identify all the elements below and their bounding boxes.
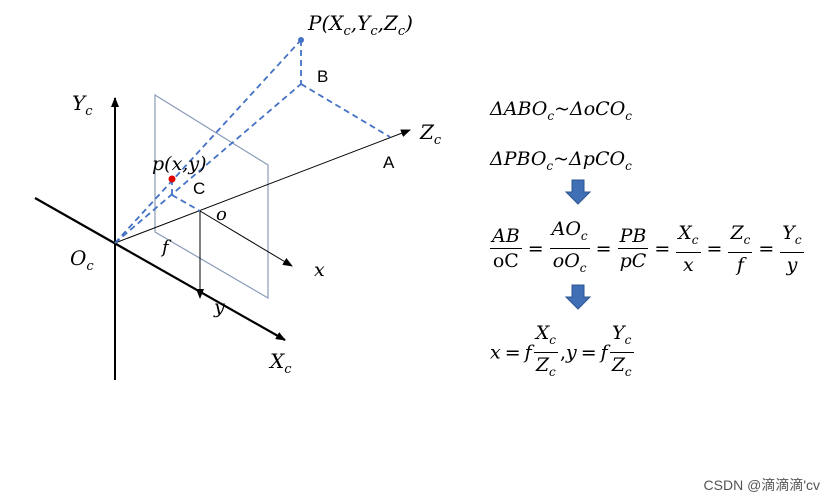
point-P-dot [298,37,304,43]
axis-Zc-label: Zc [419,120,442,148]
label-B: B [317,67,328,86]
label-A: A [383,153,395,172]
axis-Yc-label: Yc [72,91,93,119]
image-plane [154,93,269,300]
axis-x-label: x [314,259,325,281]
similar-triangles-2: ΔPBOc~ΔpCOc [490,148,632,173]
point-P-label: P(Xc,Yc,Zc) [307,11,413,39]
label-o: o [216,204,227,225]
down-arrow-icon [564,284,592,310]
axis-y-label: y [213,296,225,318]
label-C: C [193,179,205,198]
axis-Xc-label: Xc [268,349,292,377]
origin-Oc-label: Oc [70,246,94,274]
point-p-label: p(x,y) [152,153,206,175]
zc-axis [114,129,411,244]
watermark: CSDN @滴滴滴'cv [703,477,820,493]
dashed-construction [114,39,391,244]
label-f: f [160,237,172,258]
point-p-dot [168,175,176,183]
xc-axis [34,197,286,341]
down-arrow-icon [564,179,592,205]
similar-triangles-1: ΔABOc~ΔoCOc [490,98,633,123]
x-axis-image [199,210,293,267]
